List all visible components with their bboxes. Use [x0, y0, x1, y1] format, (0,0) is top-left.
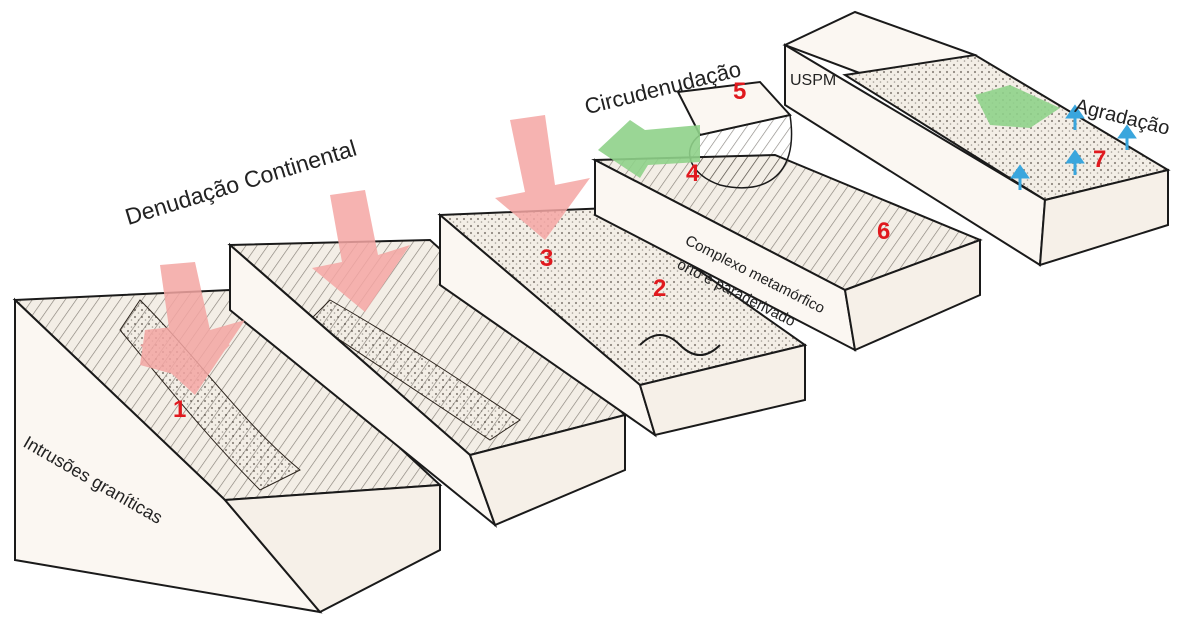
- marker-5: 5: [733, 80, 746, 104]
- marker-2: 2: [653, 277, 666, 301]
- marker-3: 3: [540, 247, 553, 271]
- marker-4: 4: [686, 162, 699, 186]
- label-uspm: USPM: [790, 72, 836, 90]
- marker-1: 1: [173, 398, 186, 422]
- marker-6: 6: [877, 220, 890, 244]
- marker-7: 7: [1093, 148, 1106, 172]
